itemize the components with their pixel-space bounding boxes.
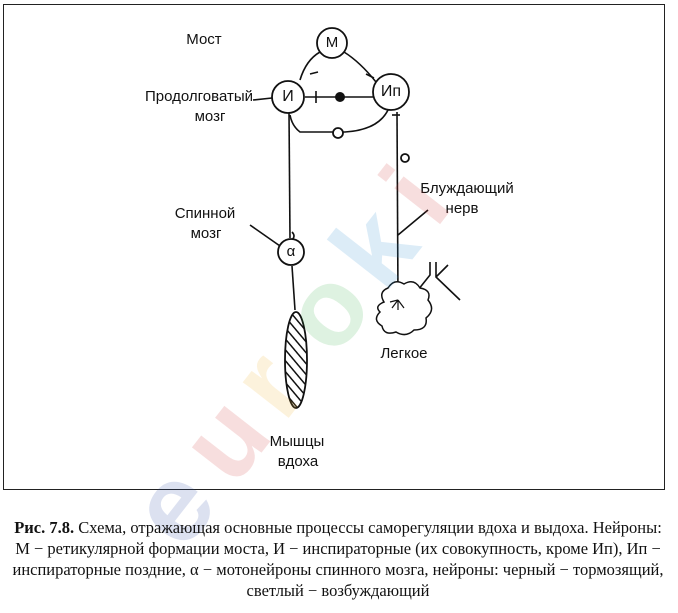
neuron-m-circle xyxy=(316,27,348,59)
ip-feedback-link xyxy=(289,109,389,133)
bronchus xyxy=(417,262,461,301)
motor-nerve xyxy=(291,265,296,311)
caption-number: Рис. 7.8. xyxy=(14,518,75,537)
neuron-alpha-label: α xyxy=(286,243,296,260)
lung-label: Легкое xyxy=(380,345,428,362)
vagus-receptor-neuron xyxy=(400,153,410,163)
muscles-label-line2: вдоха xyxy=(277,453,319,470)
lung-nerve-ending xyxy=(389,299,405,310)
lung-shape xyxy=(375,281,433,336)
excitatory-neuron xyxy=(332,127,344,139)
caption-text: Схема, отражающая основные процессы само… xyxy=(12,518,664,600)
vagus-label-line1: Блуждающий xyxy=(420,180,514,197)
medulla-label-line2: мозг xyxy=(194,108,226,125)
synapse-mark xyxy=(365,73,375,79)
medulla-pointer xyxy=(252,97,273,101)
figure-frame xyxy=(3,4,665,490)
neuron-ip-circle xyxy=(372,73,410,111)
medulla-label-line1: Продолговатый xyxy=(145,88,253,105)
spinal-label-line1: Спинной xyxy=(174,205,236,222)
spinal-label-line2: мозг xyxy=(190,225,222,242)
spinal-pointer xyxy=(249,224,281,247)
muscles-label-line1: Мышцы xyxy=(269,433,325,450)
m-to-ip-link xyxy=(343,51,377,83)
inhibitory-neuron xyxy=(335,92,345,102)
pons-label: Мост xyxy=(186,31,222,48)
inspiratory-muscle xyxy=(284,311,308,409)
synapse-mark xyxy=(309,71,319,75)
vagus-pointer xyxy=(397,209,429,236)
m-to-i-link xyxy=(299,51,321,81)
neuron-i-label: И xyxy=(282,88,294,105)
neuron-i-circle xyxy=(271,80,305,114)
neuron-ip-label: Ип xyxy=(380,83,402,100)
vagus-nerve-line xyxy=(396,111,399,301)
diagram xyxy=(249,27,461,409)
figure-caption: Рис. 7.8. Схема, отражающая основные про… xyxy=(6,517,670,601)
vagus-label-line2: нерв xyxy=(445,200,479,217)
spinal-tract xyxy=(288,111,291,239)
neuron-m-label: М xyxy=(325,34,339,51)
neuron-alpha-circle xyxy=(277,238,305,266)
